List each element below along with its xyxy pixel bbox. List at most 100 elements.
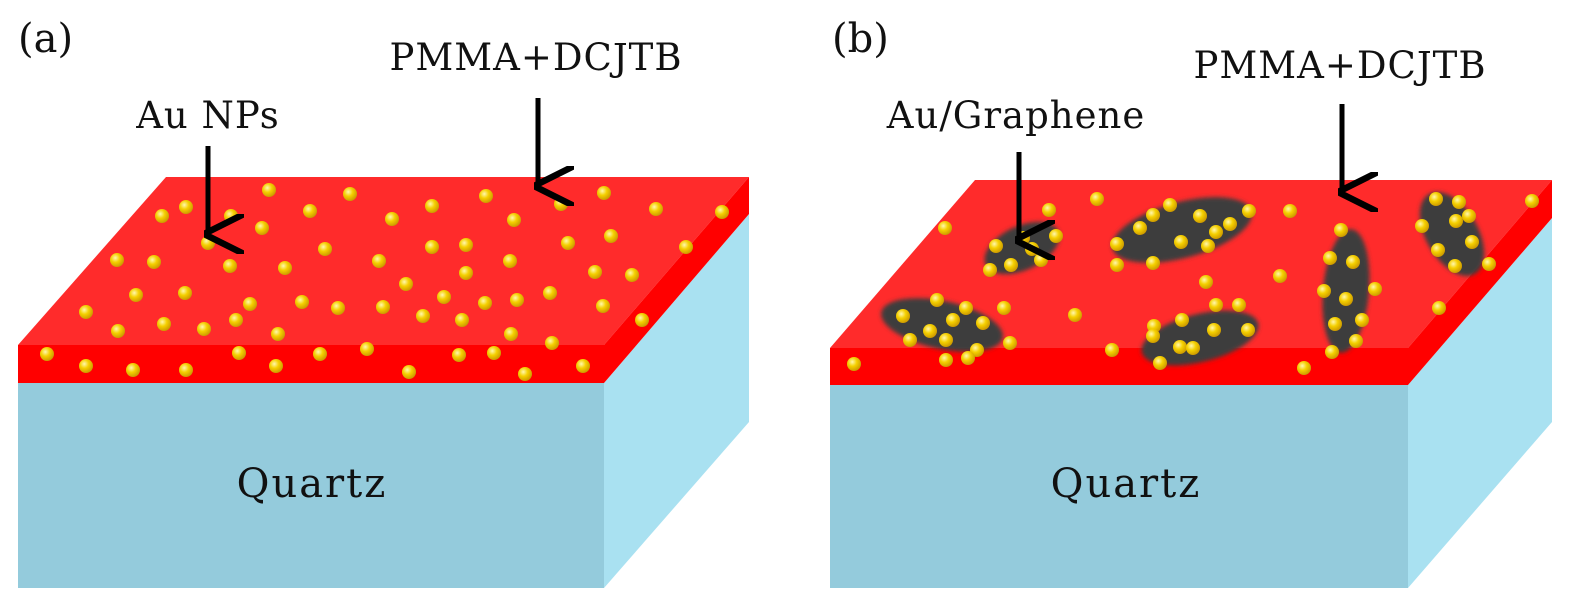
au-nanoparticle [1328, 317, 1342, 331]
au-nanoparticle [437, 290, 451, 304]
panel-b-coating-label: PMMA+DCJTB [1193, 44, 1486, 87]
au-nanoparticle [543, 286, 557, 300]
au-nanoparticle [1146, 329, 1160, 343]
au-nanoparticle [1346, 255, 1360, 269]
au-nanoparticle [1273, 269, 1287, 283]
au-nanoparticle [1283, 204, 1297, 218]
au-nanoparticle [111, 324, 125, 338]
au-nanoparticle [1465, 235, 1479, 249]
au-nanoparticle [232, 346, 246, 360]
au-nanoparticle [269, 359, 283, 373]
au-nanoparticle [1193, 209, 1207, 223]
substrate-front-face [18, 383, 604, 588]
au-nanoparticle [1242, 204, 1256, 218]
au-nanoparticle [147, 255, 161, 269]
au-nanoparticle [1429, 192, 1443, 206]
au-nanoparticle [79, 305, 93, 319]
au-nanoparticle [679, 240, 693, 254]
au-nanoparticle [376, 300, 390, 314]
au-nanoparticle [504, 327, 518, 341]
au-nanoparticle [1223, 217, 1237, 231]
au-nanoparticle [487, 346, 501, 360]
au-nanoparticle [1042, 203, 1056, 217]
coating-front-edge [830, 348, 1408, 385]
au-nanoparticle [588, 265, 602, 279]
au-nanoparticle [1209, 298, 1223, 312]
panel-b-nanoparticles [847, 192, 1539, 375]
au-nanoparticle [1025, 242, 1039, 256]
au-nanoparticle [425, 199, 439, 213]
substrate-side-face [604, 214, 749, 588]
au-nanoparticle [997, 301, 1011, 315]
au-nanoparticle [303, 204, 317, 218]
au-nanoparticle [1110, 237, 1124, 251]
panel-b-substrate-label: Quartz [1051, 461, 1202, 507]
au-nanoparticle [455, 313, 469, 327]
au-nanoparticle [1209, 225, 1223, 239]
au-nanoparticle [554, 197, 568, 211]
au-nanoparticle [545, 336, 559, 350]
au-nanoparticle [561, 236, 575, 250]
au-nanoparticle [1323, 251, 1337, 265]
au-nanoparticle [510, 293, 524, 307]
au-nanoparticle [255, 221, 269, 235]
au-nanoparticle [459, 238, 473, 252]
au-nanoparticle [1297, 361, 1311, 375]
au-nanoparticle [946, 313, 960, 327]
au-nanoparticle [503, 254, 517, 268]
substrate-side-face [1408, 218, 1552, 588]
graphene-flake [1141, 310, 1259, 366]
au-nanoparticle [983, 263, 997, 277]
panel-a: (a) Quartz Au NPs PMMA+DCJTB [18, 16, 749, 588]
au-nanoparticle [459, 266, 473, 280]
au-nanoparticle [507, 213, 521, 227]
au-nanoparticle [155, 209, 169, 223]
au-nanoparticle [970, 343, 984, 357]
au-nanoparticle [1146, 256, 1160, 270]
au-nanoparticle [1133, 221, 1147, 235]
au-nanoparticle [1068, 308, 1082, 322]
au-nanoparticle [402, 365, 416, 379]
coating-side-edge [1408, 180, 1552, 385]
au-nanoparticle [930, 293, 944, 307]
au-nanoparticle [1003, 336, 1017, 350]
au-nanoparticle [318, 242, 332, 256]
au-nanoparticle [452, 348, 466, 362]
au-nanoparticle [343, 187, 357, 201]
substrate-front-face [830, 385, 1408, 588]
au-nanoparticle [1415, 219, 1429, 233]
au-nanoparticle [224, 209, 238, 223]
au-nanoparticle [295, 295, 309, 309]
panel-a-particles-label: Au NPs [135, 94, 280, 137]
au-nanoparticle [479, 189, 493, 203]
au-nanoparticle [625, 268, 639, 282]
au-nanoparticle [1241, 323, 1255, 337]
au-nanoparticle [989, 239, 1003, 253]
au-nanoparticle [178, 286, 192, 300]
au-nanoparticle [847, 357, 861, 371]
panel-a-substrate-label: Quartz [237, 461, 388, 507]
au-nanoparticle [896, 309, 910, 323]
au-nanoparticle [271, 327, 285, 341]
au-nanoparticle [1199, 275, 1213, 289]
au-nanoparticle [223, 259, 237, 273]
au-nanoparticle [478, 296, 492, 310]
au-nanoparticle [1163, 198, 1177, 212]
au-nanoparticle [923, 324, 937, 338]
au-nanoparticle [1368, 282, 1382, 296]
au-nanoparticle [1482, 257, 1496, 271]
au-nanoparticle [262, 183, 276, 197]
au-nanoparticle [635, 313, 649, 327]
au-nanoparticle [425, 240, 439, 254]
au-nanoparticle [1173, 340, 1187, 354]
au-nanoparticle [1105, 343, 1119, 357]
au-nanoparticle [597, 186, 611, 200]
au-nanoparticle [1207, 323, 1221, 337]
au-nanoparticle [596, 299, 610, 313]
au-nanoparticle [360, 342, 374, 356]
panel-a-letter: (a) [18, 16, 73, 62]
au-nanoparticle [1110, 258, 1124, 272]
au-nanoparticle [1462, 209, 1476, 223]
au-nanoparticle [129, 288, 143, 302]
au-nanoparticle [157, 317, 171, 331]
